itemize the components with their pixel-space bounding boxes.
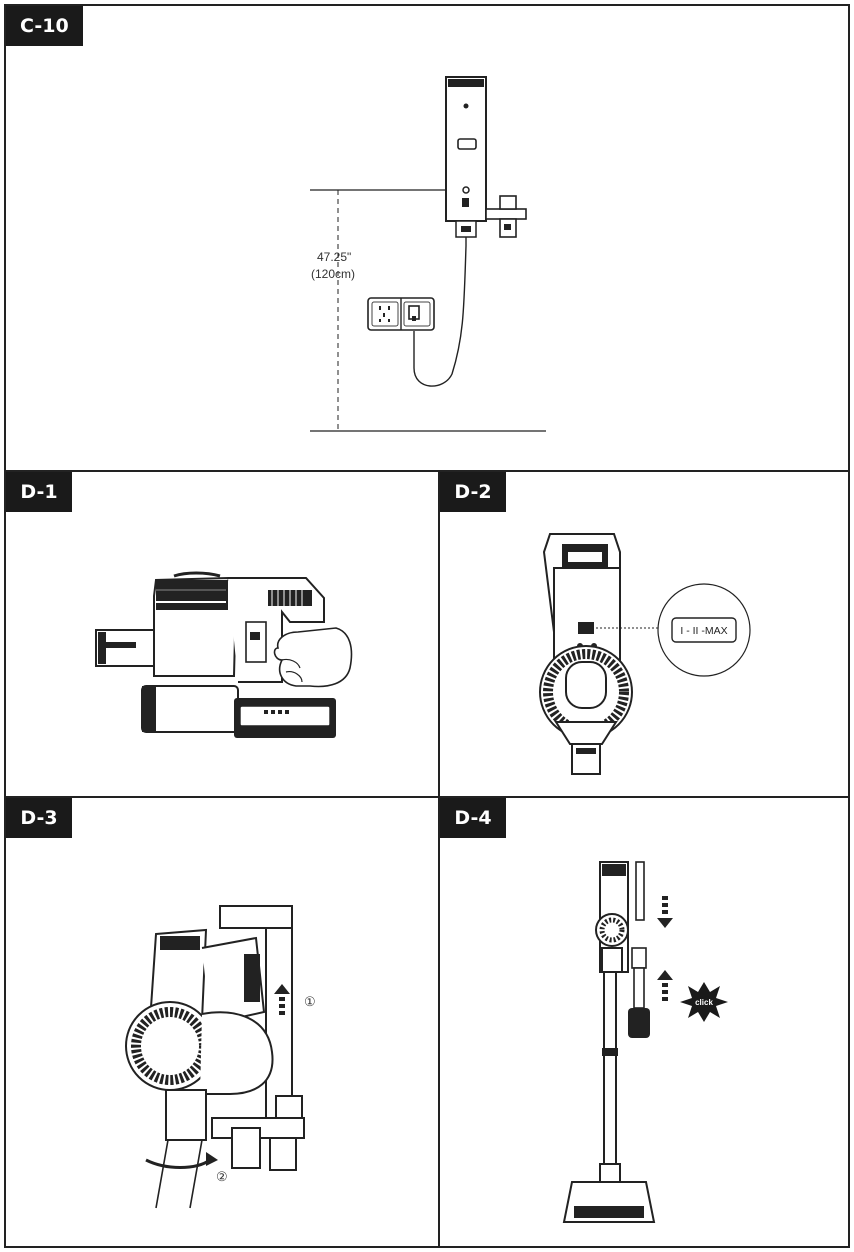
panel-d3: D-3 (4, 796, 440, 1248)
arrow-up-icon (274, 984, 290, 1015)
vacuum-top-view-icon (539, 533, 633, 775)
speed-label: I - II -MAX (680, 625, 727, 637)
panel-tag: D-3 (6, 798, 72, 838)
step-one-marker: ① (304, 994, 316, 1009)
vacuum-handheld-icon (95, 571, 336, 738)
panel-tag: D-2 (440, 472, 506, 512)
crevice-tool (635, 861, 645, 921)
panel-d1: D-1 (4, 470, 440, 798)
click-label: click (695, 998, 713, 1007)
height-label-cm: (120cm) (311, 267, 356, 281)
wall-mount-icon (211, 905, 305, 1171)
hand-icon (273, 627, 353, 688)
speed-switch-illustration: I - II -MAX (539, 533, 751, 775)
panel-tag: D-1 (6, 472, 72, 512)
panel-d4: D-4 (438, 796, 850, 1248)
wall-mount-illustration (310, 76, 546, 432)
arrow-up-icon (657, 970, 673, 1001)
panel-tag: C-10 (6, 6, 83, 46)
step-two-marker: ② (216, 1169, 228, 1184)
brush-attachment (628, 947, 650, 1038)
mount-vacuum-illustration: ① ② (125, 905, 316, 1209)
height-label-inches: 47.25" (317, 250, 352, 264)
attach-tube-illustration: click (562, 861, 728, 1223)
rotate-arrow-icon (145, 1158, 211, 1169)
power-socket-icon (367, 297, 435, 331)
wall-mount-icon (445, 76, 527, 238)
battery-removal-illustration (95, 571, 353, 738)
panel-d2: D-2 I - II -MAX (438, 470, 850, 798)
click-burst-icon (680, 982, 728, 1022)
stick-vacuum-icon (562, 861, 656, 1223)
panel-tag: D-4 (440, 798, 506, 838)
arrow-down-icon (657, 896, 673, 928)
speed-badge (671, 617, 737, 643)
charging-cable (413, 237, 467, 387)
vacuum-handheld-icon (125, 928, 274, 1209)
panel-c10: C-10 (4, 4, 850, 472)
